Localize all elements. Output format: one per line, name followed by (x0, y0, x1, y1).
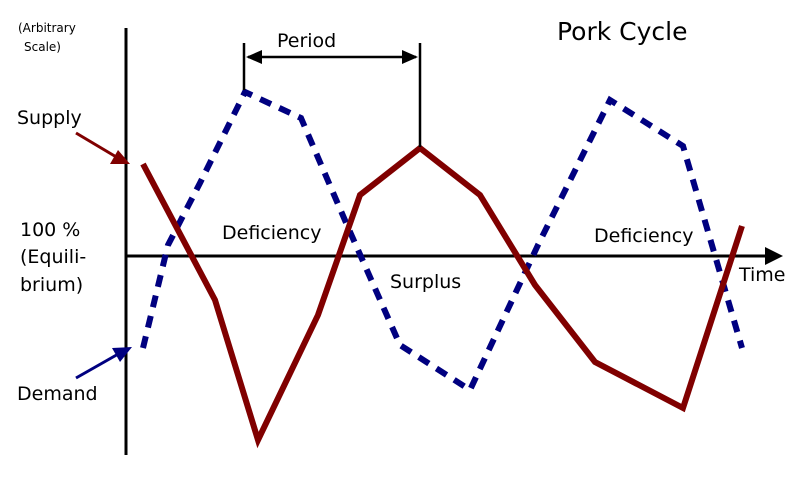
demand-label: Demand (17, 383, 98, 405)
time-axis-arrowhead (765, 247, 783, 265)
deficiency-label-1: Deficiency (222, 222, 321, 244)
demand-pointer-arrow (75, 351, 121, 380)
equilibrium-label-line-1: 100 % (20, 219, 80, 241)
supply-pointer-arrow (75, 131, 119, 160)
period-arrowhead-left (246, 50, 262, 64)
period-arrowhead-right (402, 50, 418, 64)
supply-label: Supply (17, 107, 82, 129)
diagram-title: Pork Cycle (557, 17, 688, 46)
scale-note-line-2: Scale) (24, 40, 61, 54)
deficiency-label-2: Deficiency (594, 225, 693, 247)
supply-curve (140, 144, 745, 449)
demand-pointer-arrowhead (112, 347, 132, 362)
scale-note-line-1: (Arbitrary (18, 21, 76, 35)
time-label: Time (738, 264, 786, 286)
period-label: Period (277, 30, 336, 52)
equilibrium-label-line-2: (Equili- (20, 246, 86, 268)
surplus-label: Surplus (390, 271, 461, 293)
supply-pointer-arrowhead (110, 150, 130, 164)
equilibrium-label-line-3: brium) (20, 274, 83, 296)
